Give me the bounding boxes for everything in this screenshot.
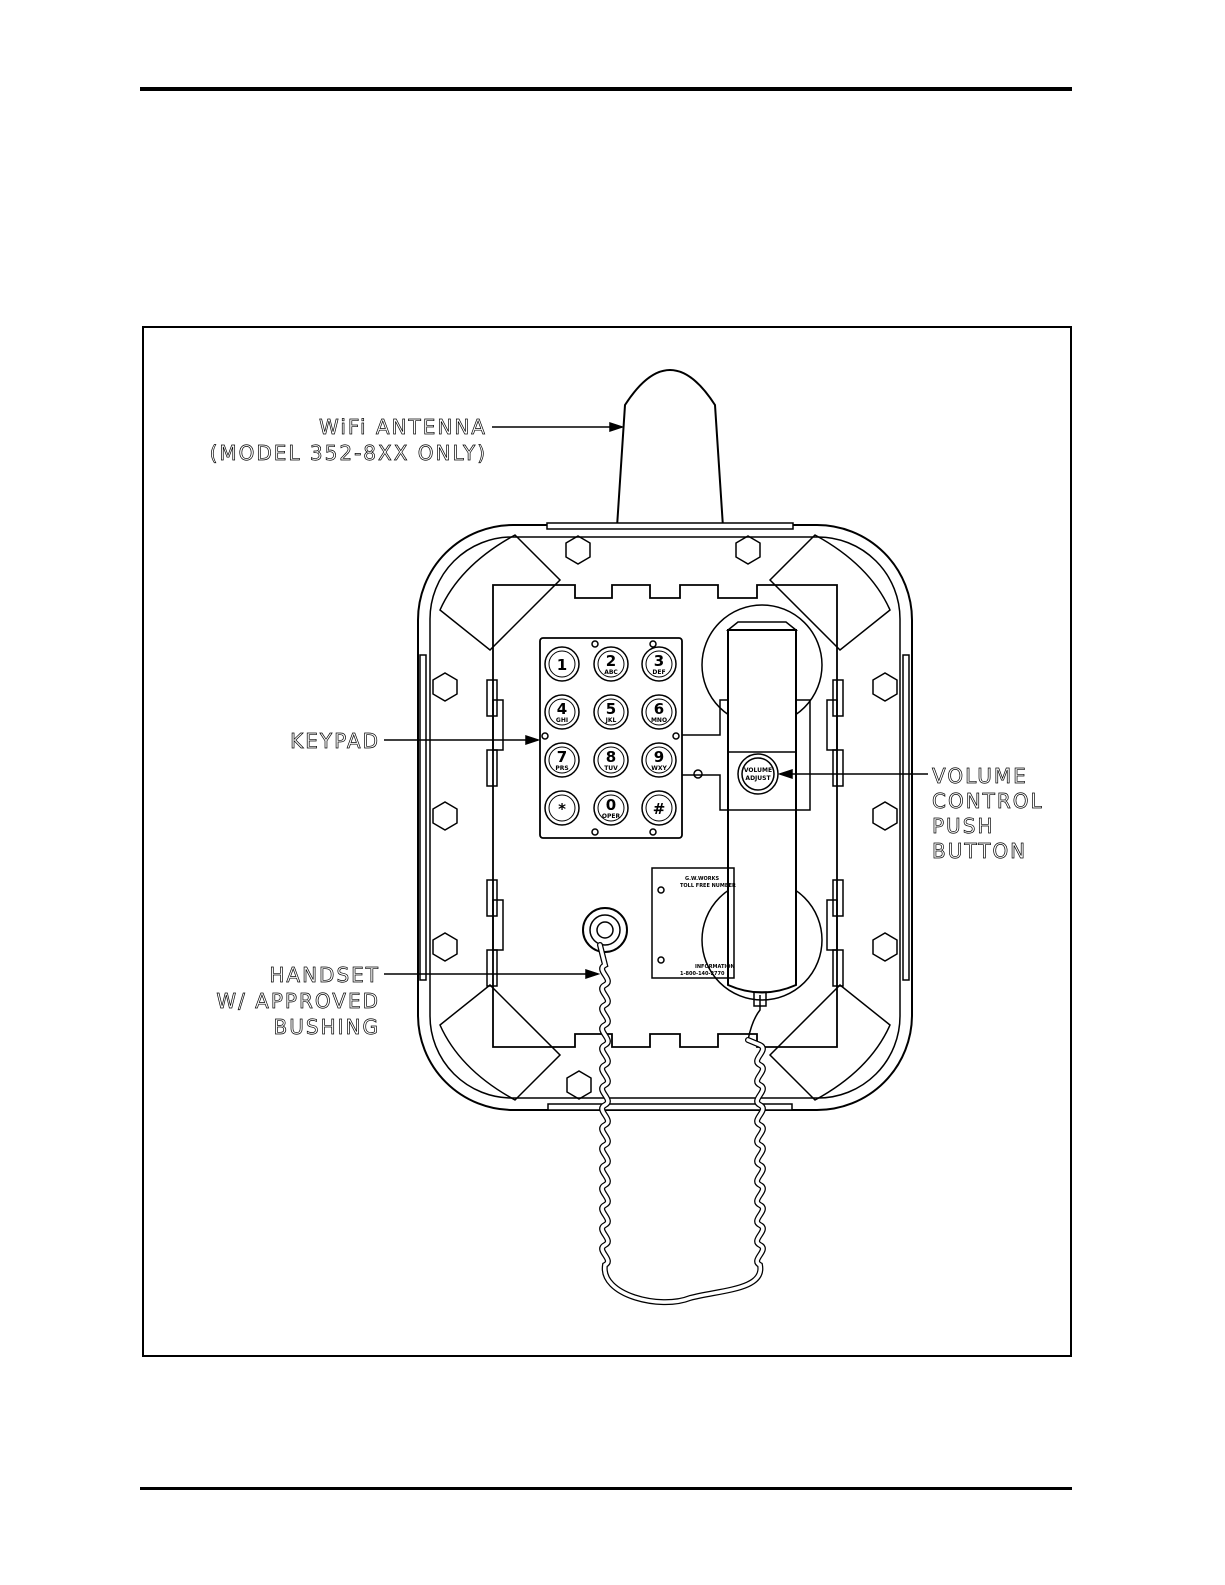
bolt-left-1	[433, 673, 457, 701]
antenna-model-note: (MODEL 352-8XX ONLY)	[210, 441, 487, 465]
volume-label-1: VOLUME	[932, 764, 1028, 788]
bolt-right-1	[873, 673, 897, 701]
keypad-key-digit: 1	[557, 656, 567, 674]
volume-button-label-1: VOLUME	[744, 767, 772, 774]
bolt-top-right	[736, 536, 760, 564]
keypad-key-digit: 4	[557, 700, 567, 718]
keypad-key-letters: ABC	[604, 669, 618, 676]
bolt-bottom-left	[567, 1071, 591, 1099]
bolt-right-3	[873, 933, 897, 961]
keypad-key-digit: 5	[606, 700, 616, 718]
wifi-antenna	[617, 370, 723, 527]
keypad-key-letters: MNO	[651, 717, 667, 724]
right-flange	[903, 655, 909, 980]
bolt-left-2	[433, 802, 457, 830]
handset-handle	[728, 630, 796, 993]
handset-label-3: BUSHING	[274, 1015, 380, 1039]
keypad-key-letters: PRS	[555, 765, 568, 772]
nameplate-line-2: TOLL FREE NUMBER	[680, 883, 736, 889]
keypad-key-letters: WXY	[651, 765, 667, 772]
volume-label-4: BUTTON	[932, 839, 1027, 863]
keypad-key-letters: JKL	[605, 717, 617, 724]
bolt-left-3	[433, 933, 457, 961]
gusset-bottom-right	[770, 985, 890, 1100]
volume-label-3: PUSH	[932, 814, 994, 838]
keypad-key-letters: DEF	[652, 669, 665, 676]
keypad-key-digit: 7	[557, 748, 567, 766]
left-flange	[420, 655, 426, 980]
handset-label-2: W/ APPROVED	[216, 989, 380, 1013]
bolt-top-left	[566, 536, 590, 564]
bolt-right-2	[873, 802, 897, 830]
keypad-label: KEYPAD	[290, 729, 380, 753]
keypad-key-digit: 9	[654, 748, 664, 766]
nameplate-line-4: 1-800-140-2770	[680, 971, 725, 977]
keypad-key-digit: 0	[606, 796, 616, 814]
coiled-cord	[600, 945, 763, 1302]
keypad-key-digit: #	[653, 800, 666, 818]
keypad-key-digit: *	[558, 800, 566, 818]
keypad-key-digit: 6	[654, 700, 664, 718]
keypad-key-letters: GHI	[556, 717, 568, 724]
nameplate-line-1: G.W.WORKS	[685, 876, 720, 882]
volume-label-2: CONTROL	[932, 789, 1044, 813]
antenna-label: WiFi ANTENNA	[319, 415, 487, 439]
keypad-key-digit: 2	[606, 652, 616, 670]
handset-label-1: HANDSET	[269, 963, 380, 987]
keypad-key-letters: TUV	[604, 765, 618, 772]
keypad-key-letters: OPER	[602, 813, 621, 820]
gusset-bottom-left	[440, 985, 560, 1100]
volume-adjust-button	[738, 754, 778, 794]
gusset-top-left	[440, 535, 560, 650]
keypad-key-digit: 3	[654, 652, 664, 670]
nameplate-line-3: INFORMATION	[695, 964, 735, 970]
keypad-key-digit: 8	[606, 748, 616, 766]
volume-button-label-2: ADJUST	[745, 775, 771, 782]
top-flange	[547, 523, 793, 529]
